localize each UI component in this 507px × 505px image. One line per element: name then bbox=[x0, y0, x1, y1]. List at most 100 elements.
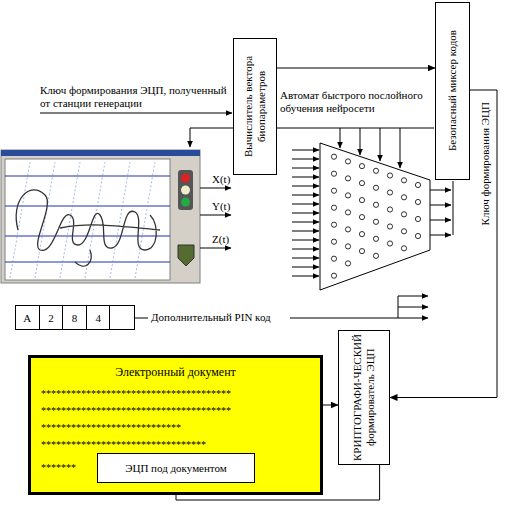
annotation: Ключ формирования ЭЦП, полученный от ста… bbox=[40, 84, 235, 110]
neuron bbox=[387, 224, 392, 229]
traffic-light bbox=[178, 170, 193, 210]
neuron bbox=[345, 176, 350, 181]
neuron bbox=[401, 212, 406, 217]
box-label: Безопасный миксер кодов bbox=[446, 30, 459, 151]
signature-box: ЭЦП под документом bbox=[97, 453, 255, 483]
green-light bbox=[181, 198, 190, 207]
neuron bbox=[373, 219, 378, 224]
neuron bbox=[401, 246, 406, 251]
signal-name: Z(t) bbox=[212, 233, 229, 246]
neuron bbox=[387, 207, 392, 212]
input-arrow bbox=[292, 222, 319, 223]
neuron bbox=[345, 244, 350, 249]
pin-arrow bbox=[398, 296, 428, 297]
input-arrow bbox=[292, 204, 319, 205]
training-arrow bbox=[340, 128, 341, 148]
document-text-line: ************************************** bbox=[41, 405, 231, 417]
neuron bbox=[359, 198, 364, 203]
pin-digit: 4 bbox=[95, 312, 101, 324]
network-inputs bbox=[292, 150, 319, 276]
neuron bbox=[359, 164, 364, 169]
neuron-grid bbox=[331, 154, 420, 278]
signal-arrow bbox=[200, 215, 231, 216]
mixer-box: Безопасный миксер кодов bbox=[435, 2, 470, 180]
input-arrow bbox=[292, 258, 319, 259]
output-arrow bbox=[430, 235, 451, 236]
pin-wire bbox=[135, 318, 148, 319]
pin-digit: 2 bbox=[48, 312, 54, 324]
training-bus bbox=[277, 128, 434, 129]
pin-wire bbox=[290, 318, 398, 319]
pin-cell: 8 bbox=[63, 306, 87, 329]
box-label: КРИПТОГРАФИ-ЧЕСКИЙ формирователь ЭЦП bbox=[351, 334, 376, 461]
pin-cell: 2 bbox=[40, 306, 64, 329]
neuron bbox=[373, 185, 378, 190]
pin-cell bbox=[110, 306, 134, 329]
neuron bbox=[345, 193, 350, 198]
document-box: Электронный документ********************… bbox=[28, 355, 323, 495]
input-arrow bbox=[292, 240, 319, 241]
connector bbox=[323, 405, 338, 406]
slant-guides bbox=[10, 162, 155, 278]
neural-network bbox=[320, 143, 430, 290]
neuron bbox=[373, 236, 378, 241]
neuron bbox=[401, 229, 406, 234]
neuron bbox=[415, 182, 420, 187]
input-arrow bbox=[292, 249, 319, 250]
pin-arrow bbox=[398, 318, 428, 319]
output-collector bbox=[453, 181, 454, 235]
title-bar bbox=[1, 150, 200, 156]
neuron bbox=[401, 195, 406, 200]
document-title: Электронный документ bbox=[31, 366, 320, 378]
neuron bbox=[401, 178, 406, 183]
red-light bbox=[181, 174, 190, 183]
output-arrow bbox=[430, 220, 451, 221]
training-arrow bbox=[380, 128, 381, 161]
neuron bbox=[373, 168, 378, 173]
key-input-arrow bbox=[40, 113, 232, 114]
input-arrow bbox=[292, 168, 319, 169]
neuron bbox=[387, 241, 392, 246]
signal-name: X(t) bbox=[212, 173, 230, 186]
neuron bbox=[359, 181, 364, 186]
document-text-line: ******* bbox=[41, 462, 76, 474]
box-label: ЭЦП под документом bbox=[125, 462, 227, 474]
feedback-wire bbox=[190, 128, 233, 147]
neuron bbox=[345, 210, 350, 215]
neuron bbox=[415, 199, 420, 204]
writing-area bbox=[5, 159, 170, 280]
input-arrow bbox=[292, 267, 319, 268]
annotation: Дополнительный PIN код bbox=[150, 311, 272, 324]
neuron bbox=[331, 205, 336, 210]
pin-cell: A bbox=[16, 306, 40, 329]
neuron bbox=[359, 249, 364, 254]
training-arrow bbox=[400, 128, 401, 168]
pin-digit: 8 bbox=[72, 312, 78, 324]
neuron bbox=[359, 232, 364, 237]
input-arrow bbox=[292, 150, 319, 151]
neuron bbox=[331, 273, 336, 278]
neuron bbox=[331, 154, 336, 159]
input-arrow bbox=[292, 177, 319, 178]
signal-arrow bbox=[200, 248, 231, 249]
neuron bbox=[345, 159, 350, 164]
input-arrow bbox=[292, 276, 319, 277]
window-frame bbox=[1, 150, 200, 283]
connector bbox=[277, 68, 435, 69]
document-text-line: **************************** bbox=[41, 422, 181, 434]
shield-icon bbox=[178, 245, 194, 266]
input-arrow bbox=[292, 231, 319, 232]
neuron bbox=[345, 261, 350, 266]
neuron bbox=[415, 233, 420, 238]
neuron bbox=[415, 216, 420, 221]
pin-arrow bbox=[398, 307, 428, 308]
crypto-box: КРИПТОГРАФИ-ЧЕСКИЙ формирователь ЭЦП bbox=[338, 330, 390, 465]
signal-name: Y(t) bbox=[212, 200, 230, 213]
neuron bbox=[373, 253, 378, 258]
input-arrow bbox=[292, 213, 319, 214]
output-arrow bbox=[430, 190, 451, 191]
pin-cell: 4 bbox=[87, 306, 111, 329]
yellow-light bbox=[181, 186, 190, 195]
document-text-line: ********************************* bbox=[41, 439, 206, 451]
